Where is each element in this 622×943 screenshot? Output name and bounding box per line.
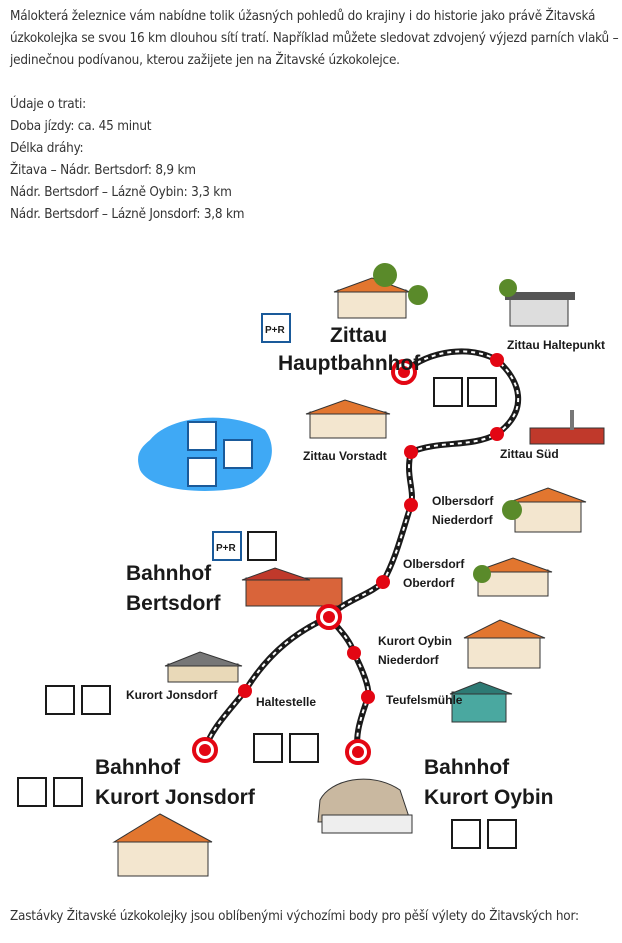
building-oybin [317, 778, 413, 834]
details-heading: Údaje o trati: [10, 97, 87, 112]
station-major [192, 737, 218, 763]
building-icons [112, 263, 605, 877]
station-label: Zittau Haltepunkt [507, 338, 605, 352]
station-label: Niederdorf [378, 653, 440, 667]
segment: Žitava – Nádr. Bertsdorf: 8,9 km [10, 163, 196, 178]
building-jons [164, 651, 243, 683]
building-vorstadt [305, 399, 391, 439]
station-label: Zittau [330, 324, 387, 347]
station-major [316, 604, 342, 630]
station-label: Olbersdorf [432, 494, 494, 508]
skate-icon [81, 685, 111, 715]
intro-paragraph: Málokterá železnice vám nabídne tolik úž… [10, 9, 619, 68]
windsurf-icon [223, 439, 253, 469]
segment: Nádr. Bertsdorf – Lázně Jonsdorf: 3,8 km [10, 207, 245, 222]
outro-paragraph: Zastávky Žitavské úzkokolejky jsou oblíb… [10, 909, 579, 924]
music-icon [17, 777, 47, 807]
station-label: Kurort Oybin [424, 786, 554, 809]
station-stop [404, 445, 418, 459]
railway-map: P+R P+R Zittau Hauptbahnhof Zittau Halte… [17, 263, 605, 877]
pictogram-icons [17, 313, 517, 849]
lake [138, 417, 272, 491]
museum-icon [467, 377, 497, 407]
station-stop [361, 690, 375, 704]
station-label: Olbersdorf [403, 557, 465, 571]
pr-icon [261, 313, 291, 343]
station-label: Zittau Süd [500, 447, 559, 461]
building-haltepunkt [499, 279, 575, 327]
building-olbn [502, 487, 587, 533]
station-stop [376, 575, 390, 589]
hiking-icon [253, 733, 283, 763]
building-oybn [463, 619, 546, 669]
station-label: Kurort Oybin [378, 634, 452, 648]
station-label: Haltestelle [256, 695, 316, 709]
station-label: Bahnhof [126, 562, 212, 585]
station-label: Oberdorf [403, 576, 455, 590]
building-olbo [473, 557, 553, 597]
pr-icon [212, 531, 242, 561]
building-hbf [333, 263, 428, 319]
building-jonsdorf [112, 813, 213, 877]
sailing-icon [187, 421, 217, 451]
building-bertsdorf [241, 567, 343, 607]
building-sued [529, 410, 605, 445]
station-stop [404, 498, 418, 512]
length-heading: Délka dráhy: [10, 141, 84, 156]
duration: Doba jízdy: ca. 45 minut [10, 119, 152, 134]
station-label: Niederdorf [432, 513, 494, 527]
pr-label: P+R [265, 325, 286, 336]
theatre-icon [53, 777, 83, 807]
building-teufel [449, 681, 513, 723]
segment: Nádr. Bertsdorf – Lázně Oybin: 3,3 km [10, 185, 232, 200]
station-label: Zittau Vorstadt [303, 449, 387, 463]
station-label: Bahnhof [424, 756, 510, 779]
butterfly-icon [45, 685, 75, 715]
station-major [345, 739, 371, 765]
station-label: Kurort Jonsdorf [126, 688, 218, 702]
station-stop [238, 684, 252, 698]
station-label: Kurort Jonsdorf [95, 786, 256, 809]
station-stop [347, 646, 361, 660]
theatre-icon [433, 377, 463, 407]
station-label: Teufelsmühle [386, 693, 463, 707]
museum-icon [451, 819, 481, 849]
pr-label: P+R [216, 543, 237, 554]
station-stop [490, 353, 504, 367]
station-label: Bahnhof [95, 756, 181, 779]
station-major [391, 359, 417, 385]
swimming-icon [187, 457, 217, 487]
museum-icon [247, 531, 277, 561]
station-label: Hauptbahnhof [278, 352, 421, 375]
station-label: Bertsdorf [126, 592, 222, 615]
castle-icon [487, 819, 517, 849]
station-stop [490, 427, 504, 441]
track-details: Údaje o trati: Doba jízdy: ca. 45 minut … [10, 94, 620, 226]
hikers-icon [289, 733, 319, 763]
